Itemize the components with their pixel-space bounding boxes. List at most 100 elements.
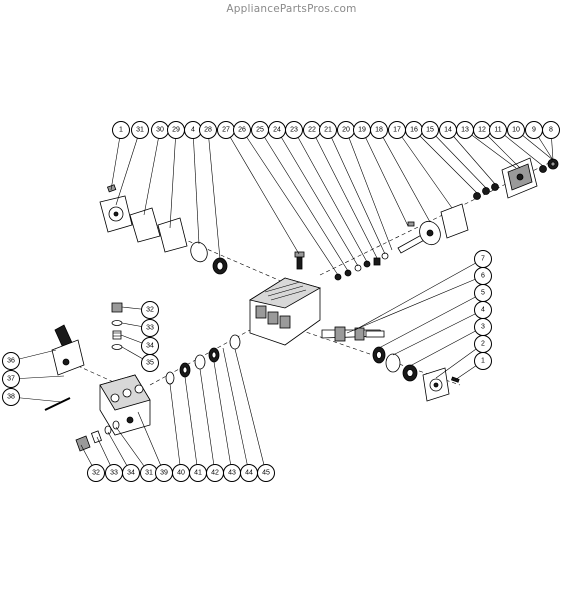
callout-callouts_top-14: 14 xyxy=(439,121,457,139)
callout-callouts_top-21: 21 xyxy=(319,121,337,139)
callout-number: 34 xyxy=(127,470,135,477)
callout-callouts_right-3: 3 xyxy=(474,318,492,336)
leader-line xyxy=(169,129,177,229)
callout-callouts_left-37: 37 xyxy=(2,370,20,388)
callout-number: 32 xyxy=(92,470,100,477)
callout-callouts_top-22: 22 xyxy=(303,121,321,139)
callout-number: 8 xyxy=(549,127,553,134)
callout-number: 39 xyxy=(160,470,168,477)
callout-callouts_top-25: 25 xyxy=(251,121,269,139)
callout-circle xyxy=(257,464,275,482)
callout-callouts_top-1: 1 xyxy=(112,121,130,139)
callout-number: 31 xyxy=(145,470,153,477)
callout-number: 33 xyxy=(110,470,118,477)
valve-stack-upper xyxy=(111,302,123,350)
callout-callouts_bottom-40: 40 xyxy=(172,464,190,482)
callout-circle xyxy=(141,354,159,372)
leader-line xyxy=(137,411,165,474)
callout-callouts_top-31: 31 xyxy=(131,121,149,139)
valve-stack-lower xyxy=(75,420,120,452)
leader-line xyxy=(311,129,378,259)
callout-number: 5 xyxy=(481,290,485,297)
callout-number: 43 xyxy=(228,470,236,477)
callout-circle xyxy=(319,121,337,139)
callout-callouts_bottom-32: 32 xyxy=(87,464,105,482)
cap-8 xyxy=(547,158,559,170)
callout-circle xyxy=(233,121,251,139)
callout-number: 1 xyxy=(481,358,485,365)
oil-plug-27 xyxy=(294,251,305,270)
callout-callouts_top-16: 16 xyxy=(405,121,423,139)
callout-number: 9 xyxy=(532,127,536,134)
callout-callouts_top-23: 23 xyxy=(285,121,303,139)
callout-callouts_bottom-42: 42 xyxy=(206,464,224,482)
long-bolt xyxy=(44,397,71,411)
callout-callouts_top-4: 4 xyxy=(184,121,202,139)
callout-number: 29 xyxy=(172,127,180,134)
callout-number: 7 xyxy=(481,256,485,263)
callout-callouts_bottom-44: 44 xyxy=(240,464,258,482)
leader-line xyxy=(396,129,453,209)
callout-callouts_top-29: 29 xyxy=(167,121,185,139)
small-seals-right xyxy=(473,183,499,200)
callout-number: 12 xyxy=(478,127,486,134)
leader-line xyxy=(276,129,359,267)
packing-stack xyxy=(165,334,241,385)
parts-art xyxy=(44,157,559,452)
callout-callouts_bottom-41: 41 xyxy=(189,464,207,482)
callout-number: 2 xyxy=(481,341,485,348)
callout-circle xyxy=(489,121,507,139)
callout-number: 22 xyxy=(308,127,316,134)
leader-line xyxy=(207,129,221,260)
leader-line xyxy=(447,129,496,185)
left-cover-plate xyxy=(99,184,133,233)
callout-number: 42 xyxy=(211,470,219,477)
gasket-30 xyxy=(129,207,161,243)
callout-circle xyxy=(2,388,20,406)
callout-number: 16 xyxy=(410,127,418,134)
leader-line xyxy=(259,129,349,272)
callout-number: 28 xyxy=(204,127,212,134)
callout-number: 23 xyxy=(290,127,298,134)
leader-line xyxy=(199,368,216,474)
callout-circle xyxy=(370,121,388,139)
callout-callouts_top-10: 10 xyxy=(507,121,525,139)
callout-circle xyxy=(285,121,303,139)
callout-callouts_right-7: 7 xyxy=(474,250,492,268)
callout-callouts_top-24: 24 xyxy=(268,121,286,139)
gasket-29 xyxy=(157,217,188,253)
callout-callouts_top-18: 18 xyxy=(370,121,388,139)
callout-number: 37 xyxy=(7,376,15,383)
rear-gasket xyxy=(440,203,469,239)
callout-number: 17 xyxy=(393,127,401,134)
callout-callouts_top-15: 15 xyxy=(421,121,439,139)
leader-line xyxy=(222,347,250,474)
callout-circle xyxy=(2,370,20,388)
callout-callouts_bottom-31: 31 xyxy=(140,464,158,482)
callout-number: 20 xyxy=(342,127,350,134)
callout-circle xyxy=(507,121,525,139)
callouts-bottom-row: 32 33 34 31 39 40 41 42 43 44 45 xyxy=(87,464,275,482)
callout-callouts_top-11: 11 xyxy=(489,121,507,139)
callout-number: 40 xyxy=(177,470,185,477)
leader-line xyxy=(413,129,478,194)
leader-line xyxy=(115,129,141,206)
callout-number: 30 xyxy=(156,127,164,134)
o-ring-right xyxy=(385,353,401,373)
callout-callouts_top-12: 12 xyxy=(473,121,491,139)
leader-line xyxy=(234,348,267,474)
callout-callouts_bottom-45: 45 xyxy=(257,464,275,482)
callout-callouts_top-30: 30 xyxy=(151,121,169,139)
callout-number: 21 xyxy=(324,127,332,134)
callout-circle xyxy=(141,319,159,337)
leader-line xyxy=(213,361,233,474)
callout-callouts_top-28: 28 xyxy=(199,121,217,139)
callout-number: 25 xyxy=(256,127,264,134)
callout-number: 32 xyxy=(146,307,154,314)
callout-circle xyxy=(2,352,20,370)
callout-callouts_upper_left-35: 35 xyxy=(141,354,159,372)
callout-number: 26 xyxy=(238,127,246,134)
callout-number: 45 xyxy=(262,470,270,477)
